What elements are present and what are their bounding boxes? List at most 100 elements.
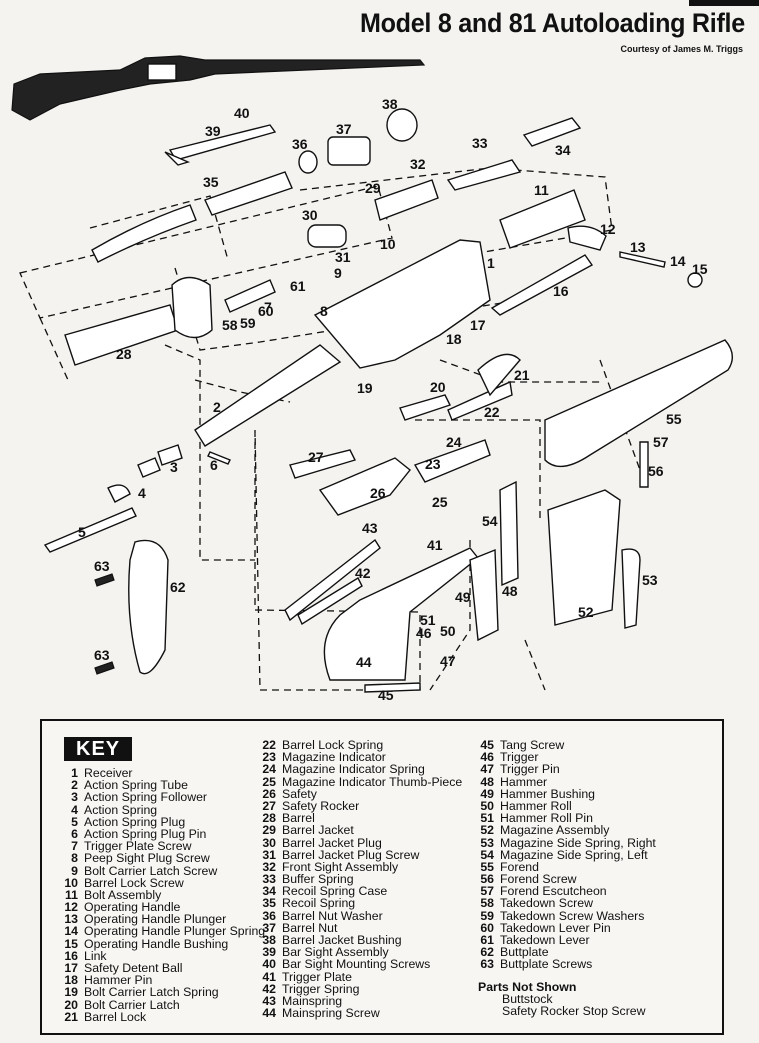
callout-6: 6 xyxy=(210,457,218,473)
parts-not-shown-item: Buttstock xyxy=(502,991,553,1006)
callout-54: 54 xyxy=(482,513,498,529)
callout-12: 12 xyxy=(600,221,616,237)
callout-29: 29 xyxy=(365,180,381,196)
trigger-group xyxy=(284,353,521,693)
callout-41: 41 xyxy=(427,537,443,553)
exploded-view-diagram: 1 2 3 4 5 6 7 8 9 10 11 12 13 14 15 16 1… xyxy=(11,55,733,703)
callout-38: 38 xyxy=(382,96,398,112)
corner-bar xyxy=(689,0,759,6)
callout-43: 43 xyxy=(362,520,378,536)
buttplate xyxy=(94,539,169,675)
callout-52: 52 xyxy=(578,604,594,620)
callout-36: 36 xyxy=(292,136,308,152)
callout-35: 35 xyxy=(203,174,219,190)
callout-44: 44 xyxy=(356,654,372,670)
callout-62: 62 xyxy=(170,579,186,595)
callout-23: 23 xyxy=(425,456,441,472)
callout-30: 30 xyxy=(302,207,318,223)
callout-27: 27 xyxy=(308,449,324,465)
callout-11: 11 xyxy=(534,182,549,198)
callout-48: 48 xyxy=(502,583,518,599)
callout-50: 50 xyxy=(440,623,456,639)
receiver-assembly xyxy=(64,189,703,447)
callout-46: 46 xyxy=(416,625,432,641)
callout-47: 47 xyxy=(440,653,456,669)
callout-26: 26 xyxy=(370,485,386,501)
callout-33: 33 xyxy=(472,135,488,151)
callout-9: 9 xyxy=(334,265,342,281)
callout-2: 2 xyxy=(213,399,221,415)
callout-7: 7 xyxy=(264,299,272,315)
callout-63b: 63 xyxy=(94,647,110,663)
callout-56: 56 xyxy=(648,463,664,479)
callout-57: 57 xyxy=(653,434,669,450)
callout-14: 14 xyxy=(670,253,686,269)
callout-16: 16 xyxy=(553,283,569,299)
callout-21: 21 xyxy=(514,367,530,383)
page-title: Model 8 and 81 Autoloading Rifle xyxy=(360,8,745,38)
callout-51: 51 xyxy=(420,612,436,628)
callout-28: 28 xyxy=(116,346,132,362)
callout-8: 8 xyxy=(320,303,328,319)
rifle-silhouette xyxy=(11,55,426,121)
key-badge: KEY xyxy=(64,737,133,761)
callout-3: 3 xyxy=(170,459,178,475)
callout-32: 32 xyxy=(410,156,426,172)
callout-40: 40 xyxy=(234,105,250,121)
callout-55: 55 xyxy=(666,411,682,427)
callout-numbers: 1 2 3 4 5 6 7 8 9 10 11 12 13 14 15 16 1… xyxy=(78,96,708,703)
callout-61: 61 xyxy=(290,278,306,294)
callout-39: 39 xyxy=(205,123,221,139)
callout-31: 31 xyxy=(335,249,351,265)
callout-42: 42 xyxy=(355,565,371,581)
callout-17: 17 xyxy=(470,317,486,333)
callout-4: 4 xyxy=(138,485,146,501)
